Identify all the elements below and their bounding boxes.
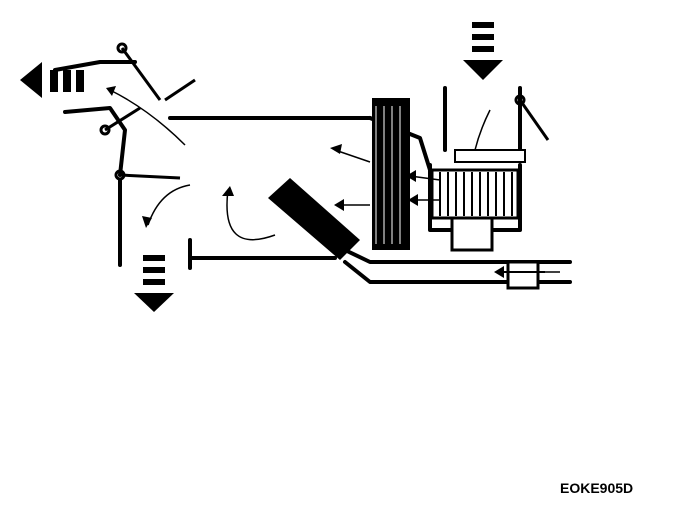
arrowhead xyxy=(106,86,116,96)
arrowhead xyxy=(222,186,234,196)
defrost-duct-lower xyxy=(63,106,127,177)
defrost-door xyxy=(120,47,162,101)
flow-arrow xyxy=(474,109,491,151)
defrost-duct-upper xyxy=(53,60,137,72)
arrowhead xyxy=(334,199,344,211)
figure-reference-code: EOKE905D xyxy=(560,480,634,496)
outlet-pipe-upper xyxy=(343,248,572,264)
arrowhead xyxy=(408,194,418,206)
hinge-1 xyxy=(116,42,128,54)
flow-arrow xyxy=(226,189,276,241)
intake-door xyxy=(518,99,550,141)
vent-door xyxy=(104,106,141,132)
arrowhead xyxy=(330,144,342,154)
mode-door xyxy=(119,173,181,180)
hinge-4 xyxy=(514,94,526,106)
outlet-pipe-lower xyxy=(343,260,572,284)
flow-arrow xyxy=(109,89,186,146)
arrow-down-icon xyxy=(134,255,174,312)
arrowhead xyxy=(406,170,416,182)
evaporator-icon xyxy=(372,98,410,250)
flap-top xyxy=(164,78,196,102)
arrow-up-left-icon xyxy=(20,62,84,98)
hinge-2 xyxy=(99,124,111,136)
heater-core-icon xyxy=(268,178,360,260)
arrowhead xyxy=(142,216,152,228)
flow-arrow xyxy=(147,184,191,226)
hinge-3 xyxy=(114,169,126,181)
blower-icon xyxy=(430,149,526,252)
arrowhead xyxy=(494,266,504,278)
arrow-down-icon xyxy=(463,22,503,80)
valve-icon xyxy=(500,260,545,290)
flow-arrow xyxy=(334,149,371,163)
